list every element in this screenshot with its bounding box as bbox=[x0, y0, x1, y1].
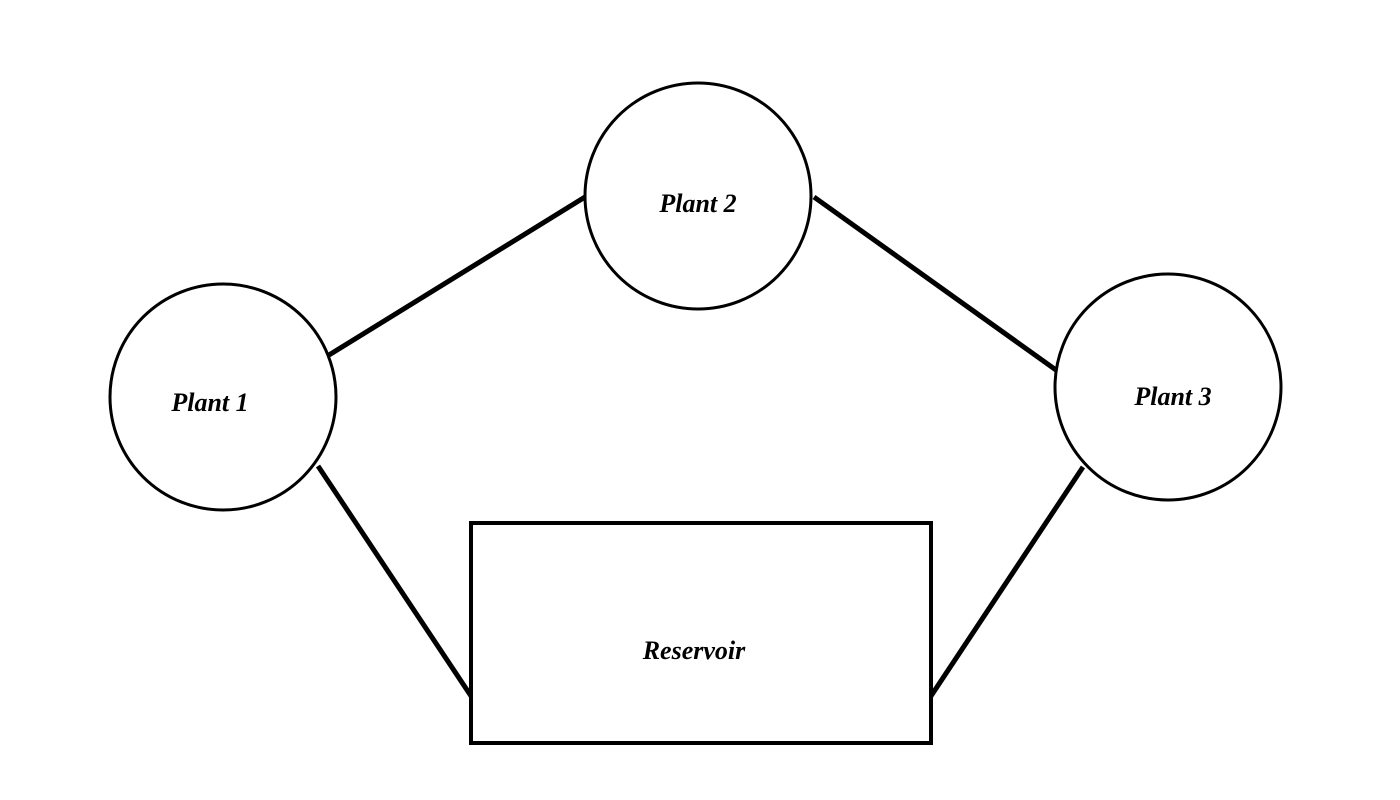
edge-plant2-plant3 bbox=[812, 194, 1058, 373]
reservoir-rect bbox=[469, 521, 933, 745]
node-plant3: Plant 3 bbox=[1053, 272, 1283, 502]
edge-plant3-reservoir bbox=[928, 465, 1086, 698]
node-plant1: Plant 1 bbox=[108, 282, 338, 512]
plant1-label: Plant 1 bbox=[170, 388, 248, 417]
reservoir-label: Reservoir bbox=[642, 636, 746, 665]
edge-plant1-reservoir bbox=[315, 464, 474, 698]
edge-plant1-plant2 bbox=[327, 194, 587, 358]
plant3-label: Plant 3 bbox=[1133, 382, 1211, 411]
node-plant2: Plant 2 bbox=[583, 81, 813, 311]
plant3-circle bbox=[1053, 272, 1283, 502]
plant2-label: Plant 2 bbox=[658, 189, 736, 218]
plant2-circle bbox=[583, 81, 813, 311]
node-reservoir: Reservoir bbox=[469, 521, 933, 745]
plant1-circle bbox=[108, 282, 338, 512]
